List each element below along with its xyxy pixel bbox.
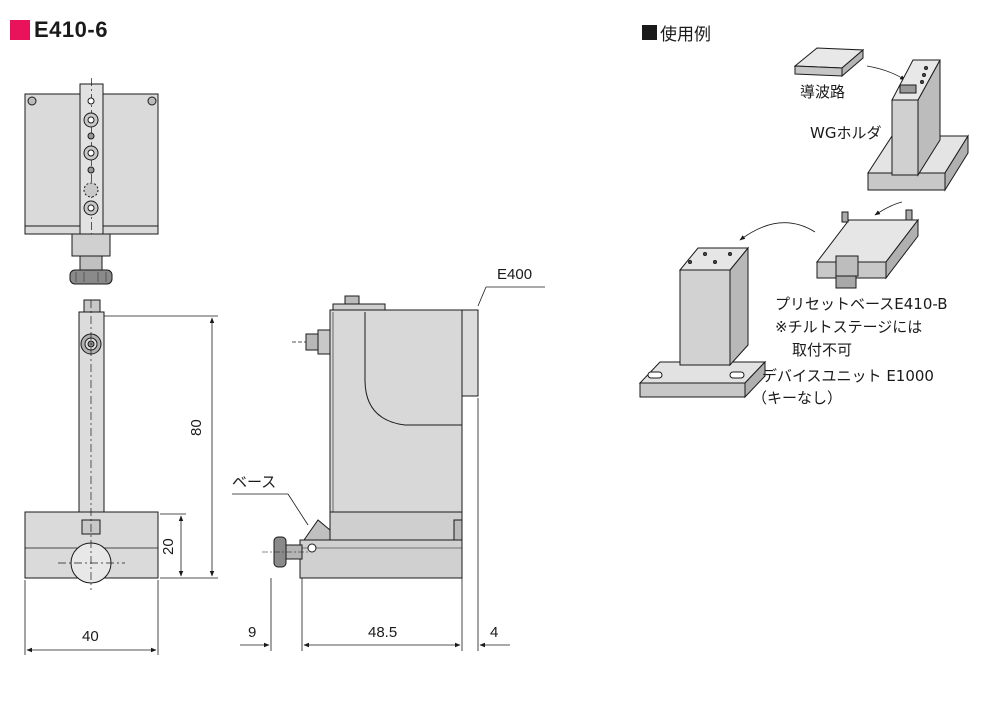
product-code: E410-6 xyxy=(34,17,108,42)
side-view xyxy=(262,295,479,579)
dim-height-80: 80 xyxy=(188,419,205,436)
label-waveguide: 導波路 xyxy=(800,83,846,101)
dim-width-40: 40 xyxy=(82,628,99,645)
front-view-bottom xyxy=(24,299,159,590)
label-device-unit: デバイスユニット E1000 xyxy=(762,367,934,385)
usage-example-heading: 使用例 xyxy=(642,20,711,45)
front-view-top xyxy=(24,78,159,285)
usage-device-unit xyxy=(638,246,767,399)
dim-plate-4: 4 xyxy=(490,624,499,641)
label-base: ベース xyxy=(232,473,277,491)
label-preset-base: プリセットベースE410-B xyxy=(775,295,948,313)
title-marker xyxy=(10,20,30,40)
usage-wg-holder xyxy=(867,59,969,192)
usage-preset-base xyxy=(815,209,920,289)
label-note-line2: 取付不可 xyxy=(792,341,853,359)
page-title: E410-6 xyxy=(10,17,108,43)
dim-knob-9: 9 xyxy=(248,624,257,641)
front-view-dimensions xyxy=(24,315,218,655)
heading-marker xyxy=(642,25,657,40)
label-device-unit-note: （キーなし） xyxy=(752,389,843,407)
label-e400: E400 xyxy=(497,266,533,283)
usage-waveguide xyxy=(793,47,865,78)
label-note-line1: ※チルトステージには xyxy=(775,318,923,336)
usage-heading-text: 使用例 xyxy=(660,25,711,45)
dim-body-48-5: 48.5 xyxy=(368,624,398,641)
dim-height-20: 20 xyxy=(160,538,177,555)
label-wg-holder: WGホルダ xyxy=(810,124,882,142)
side-view-dimensions xyxy=(232,286,545,651)
